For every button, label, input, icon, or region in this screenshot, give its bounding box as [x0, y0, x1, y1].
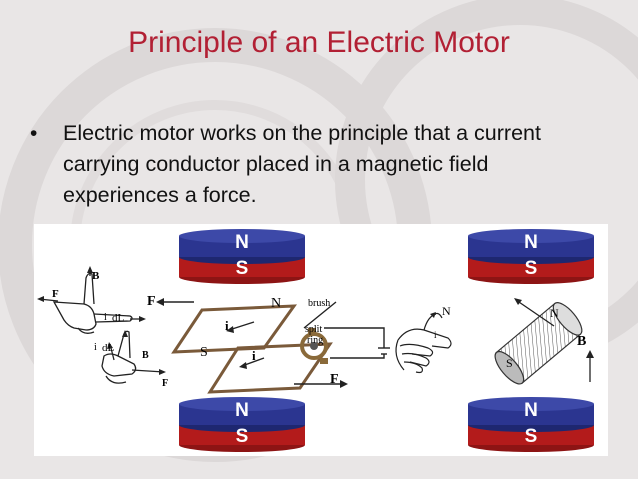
- magnet-top-left: N S: [177, 228, 307, 284]
- slide-title: Principle of an Electric Motor: [128, 26, 510, 59]
- magnet-south-label: S: [524, 426, 538, 447]
- right-hand-grip-sketch: [395, 312, 452, 374]
- magnet-south-label: S: [235, 426, 249, 447]
- magnet-north-label: N: [235, 232, 249, 253]
- label-i-coil-lower: i: [252, 348, 256, 363]
- magnet-south-label: S: [235, 258, 249, 279]
- label-brush: brush: [308, 298, 331, 309]
- magnet-bottom-left: N S: [177, 396, 307, 452]
- label-i-lower: i: [94, 342, 97, 353]
- magnet-bottom-right: N S: [466, 396, 596, 452]
- magnet-top-right: N S: [466, 228, 596, 284]
- magnet-north-label: N: [524, 400, 538, 421]
- label-N-coil: N: [271, 296, 282, 311]
- label-S-coil: S: [200, 345, 208, 360]
- label-F-lower: F: [162, 378, 169, 389]
- motor-coil-schematic: [156, 298, 390, 394]
- solenoid-cylinder-sketch: [494, 298, 594, 385]
- motor-diagram-figure: N S N S N S N S: [34, 224, 608, 456]
- bullet-text: Electric motor works on the principle th…: [63, 121, 541, 207]
- label-B-upper: B: [92, 270, 100, 282]
- label-N-grip: N: [442, 304, 451, 318]
- label-ring: ring: [307, 335, 324, 346]
- label-split: split: [305, 324, 323, 335]
- label-dL-upper: dL: [112, 312, 125, 324]
- label-i-grip: i: [434, 330, 437, 340]
- label-i-upper: i: [104, 312, 107, 323]
- label-N-solenoid: N: [550, 306, 559, 320]
- label-B-lower: B: [142, 350, 149, 361]
- magnet-north-label: N: [524, 232, 538, 253]
- label-S-solenoid: S: [506, 356, 513, 370]
- magnet-south-label: S: [524, 258, 538, 279]
- label-i-coil-upper: i: [225, 318, 229, 333]
- magnet-north-label: N: [235, 400, 249, 421]
- label-dL-lower: dL: [102, 342, 115, 354]
- bullet-marker: •: [30, 122, 38, 145]
- label-B-solenoid: B: [577, 334, 587, 349]
- label-F-coil-top: F: [147, 294, 156, 309]
- label-F-coil-bottom: F: [330, 372, 339, 387]
- left-hand-rule-sketch: [37, 266, 166, 384]
- label-F-upper: F: [52, 288, 59, 300]
